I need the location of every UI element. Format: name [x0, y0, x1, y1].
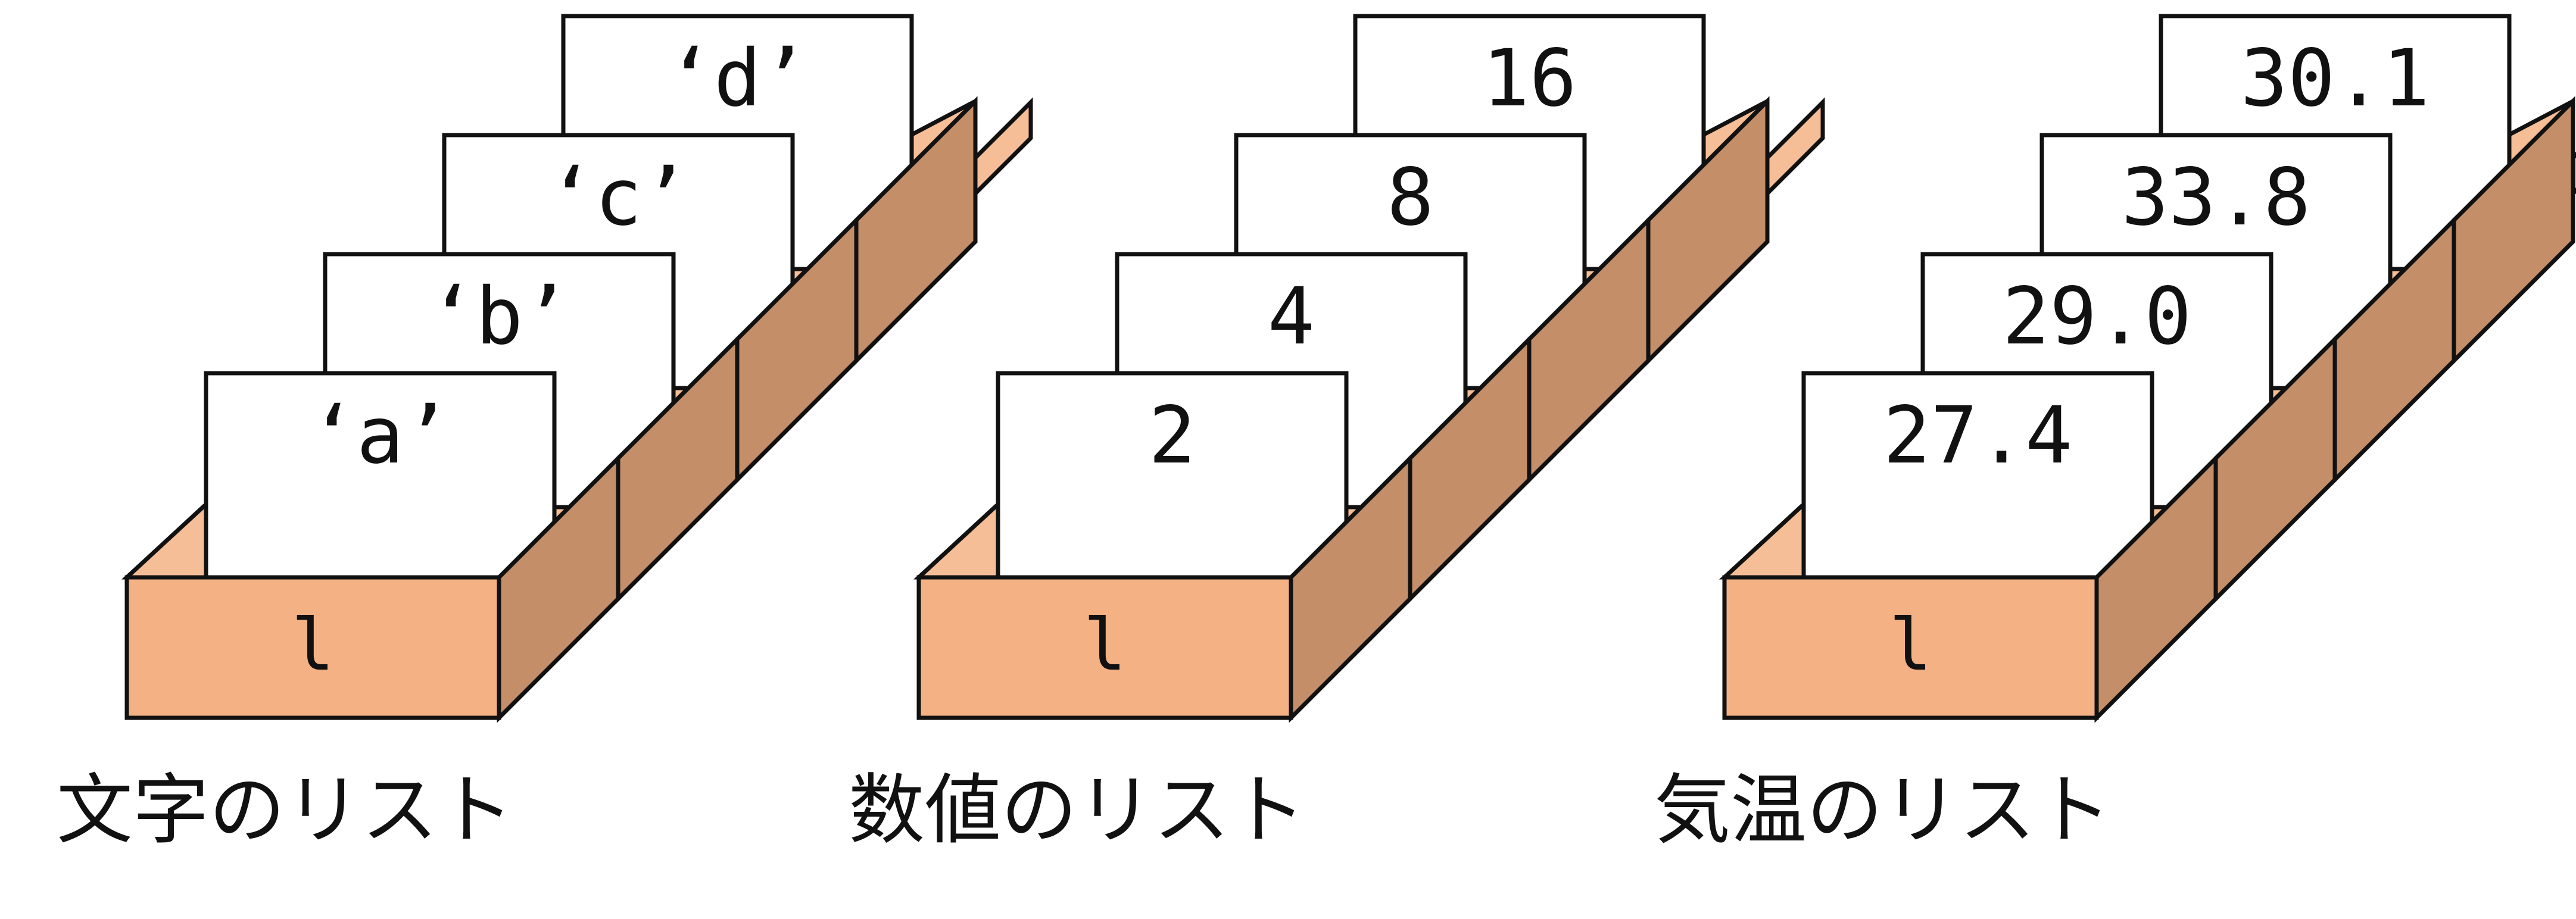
card-value: 30.1 [2241, 33, 2430, 124]
card-value: 33.8 [2122, 152, 2311, 243]
box-left-wall [1719, 504, 1806, 580]
box-front [1722, 575, 2099, 720]
card-value: ‘b’ [428, 271, 570, 362]
card-value: 8 [1387, 152, 1434, 243]
list-group-1: ‘d’ ‘c’ ‘b’ ‘a’ l 文字のリスト [57, 14, 1033, 855]
card-value: 4 [1268, 271, 1315, 362]
box-left-wall [121, 504, 208, 580]
box-front [124, 575, 501, 720]
card-value: ‘a’ [309, 390, 451, 482]
box-label: l [1889, 604, 1932, 687]
card-value: 16 [1482, 33, 1577, 124]
card-value: 27.4 [1883, 390, 2073, 482]
card-value: ‘d’ [666, 33, 808, 124]
list-caption: 数値のリスト [849, 766, 1306, 855]
list-caption: 文字のリスト [57, 766, 514, 855]
list-caption: 気温のリスト [1654, 766, 2112, 855]
box-label: l [291, 604, 334, 687]
list-group-2: 16 842 l 数値のリスト [849, 14, 1825, 855]
card-value: 29.0 [2003, 271, 2192, 362]
card-value: 2 [1149, 390, 1196, 482]
card-value: ‘c’ [547, 152, 689, 243]
list-group-3: 30.1 33.8 29.0 27.4 l 気温のリスト [1654, 14, 2576, 855]
box-front [916, 575, 1293, 720]
box-label: l [1083, 604, 1126, 687]
box-left-wall [913, 504, 1000, 580]
